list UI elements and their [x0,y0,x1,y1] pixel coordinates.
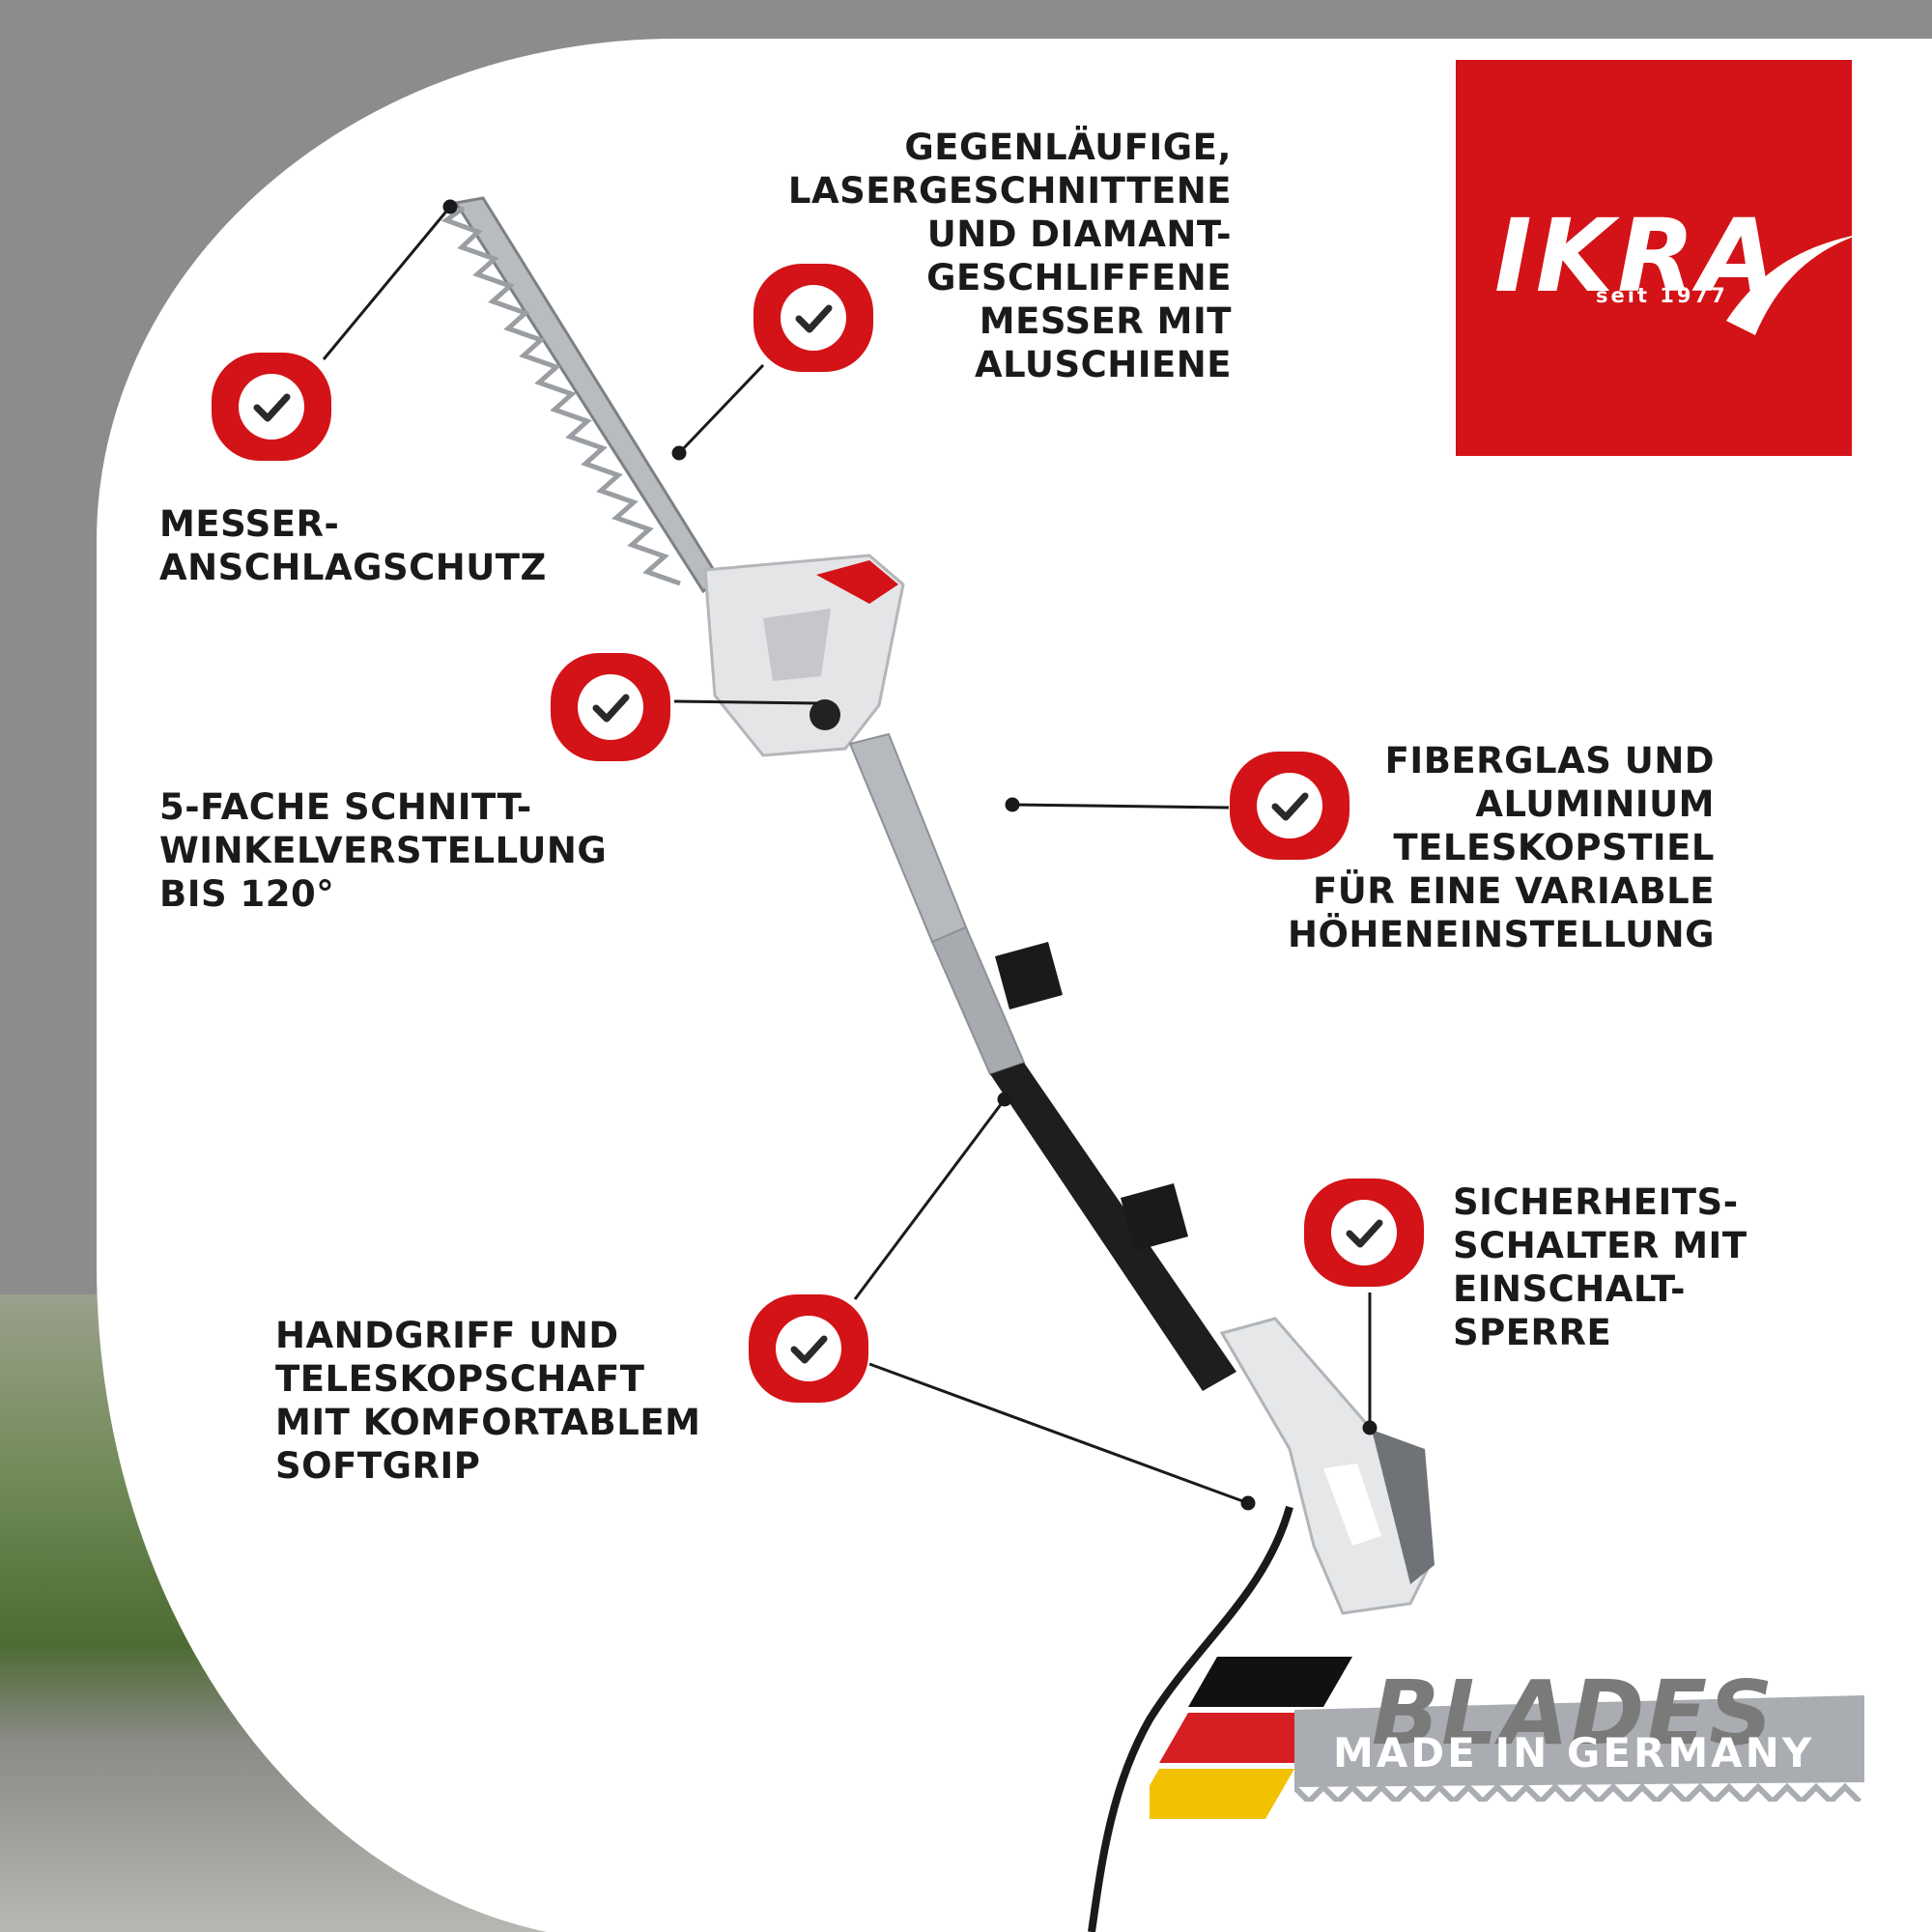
logo-wordmark: IKRA [1494,197,1780,315]
leader-line-switch [1362,1293,1378,1435]
check-circle-icon [753,264,873,372]
leader-line-blade [671,363,765,461]
trimmer-handle [1219,1317,1435,1615]
check-circle-icon [1230,752,1350,860]
check-circle-icon [551,653,670,761]
feature-grip-text: HANDGRIFF UND TELESKOPSCHAFT MIT KOMFORT… [275,1315,701,1487]
blades-wordmark: BLADES [1372,1662,1776,1765]
feature-guard-text: MESSER- ANSCHLAGSCHUTZ [159,503,547,588]
swoosh-icon [1726,234,1861,335]
feature-blade-text: GEGENLÄUFIGE, LASERGESCHNITTENE UND DIAM… [787,127,1232,385]
made-in-germany-text: MADE IN GERMANY [1333,1729,1815,1776]
power-cable [1088,1505,1293,1932]
ikra-logo: IKRA seit 1977 [1456,60,1861,456]
feature-pole-text: FIBERGLAS UND ALUMINIUM TELESKOPSTIEL FÜ… [1287,740,1715,955]
leader-line-angle [673,699,819,705]
check-circle-icon [1304,1179,1424,1287]
telescopic-pole [848,732,1236,1391]
feature-switch-text: SICHERHEITS- SCHALTER MIT EINSCHALT- SPE… [1453,1181,1747,1353]
leader-line-pole [1005,797,1230,812]
leader-line-grip-top [853,1092,1012,1300]
blade-graphic-icon [1294,1695,1864,1802]
motor-housing [703,554,905,757]
leader-line-guard [322,199,458,360]
check-circle-icon [212,353,331,461]
check-circle-icon [749,1294,868,1403]
german-flag-icon [1150,1657,1352,1819]
leader-line-grip-bottom [868,1362,1256,1511]
logo-since: seit 1977 [1596,284,1728,307]
feature-angle-text: 5-FACHE SCHNITT- WINKELVERSTELLUNG BIS 1… [159,786,608,915]
